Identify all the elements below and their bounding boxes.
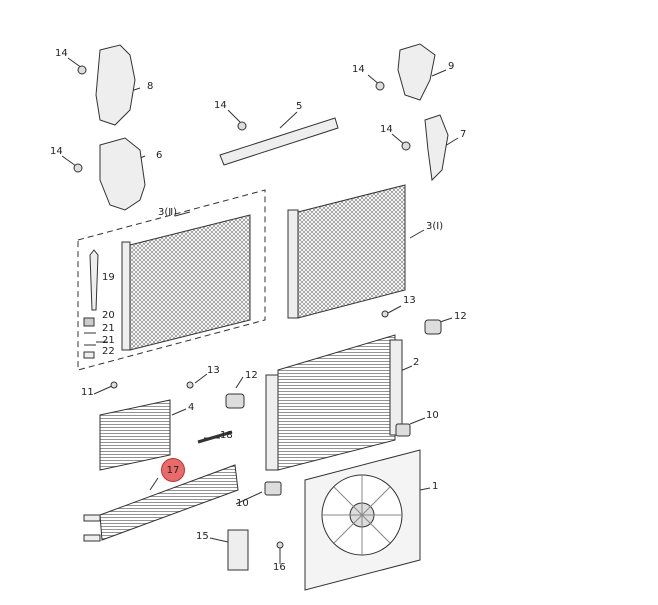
- label-3-ii: 3(Ⅱ): [158, 207, 178, 218]
- label-14: 14: [214, 100, 227, 111]
- label-21: 21: [102, 335, 115, 346]
- label-7: 7: [460, 129, 467, 140]
- label-10: 10: [236, 498, 249, 509]
- label-9: 9: [448, 61, 455, 72]
- label-2: 2: [413, 357, 420, 368]
- label-5: 5: [296, 101, 303, 112]
- label-8: 8: [147, 81, 154, 92]
- highlighted-callout-17[interactable]: 17: [161, 458, 185, 482]
- label-12: 12: [454, 311, 467, 322]
- label-4: 4: [188, 402, 195, 413]
- label-19: 19: [102, 272, 115, 283]
- bracket-6: [99, 137, 146, 211]
- label-20: 20: [102, 310, 115, 321]
- label-14: 14: [352, 64, 365, 75]
- label-12: 12: [245, 370, 258, 381]
- label-18: 18: [220, 430, 233, 441]
- label-22: 22: [102, 346, 115, 357]
- bracket-8: [95, 44, 136, 126]
- label-11: 11: [81, 387, 94, 398]
- label-6: 6: [156, 150, 163, 161]
- label-13: 13: [403, 295, 416, 306]
- label-14: 14: [380, 124, 393, 135]
- label-15: 15: [196, 531, 209, 542]
- label-14: 14: [55, 48, 68, 59]
- label-3-i: 3(Ⅰ): [426, 221, 444, 232]
- label-10: 10: [426, 410, 439, 421]
- label-21: 21: [102, 323, 115, 334]
- label-13: 13: [207, 365, 220, 376]
- label-16: 16: [273, 562, 286, 573]
- label-1: 1: [432, 481, 439, 492]
- label-14: 14: [50, 146, 63, 157]
